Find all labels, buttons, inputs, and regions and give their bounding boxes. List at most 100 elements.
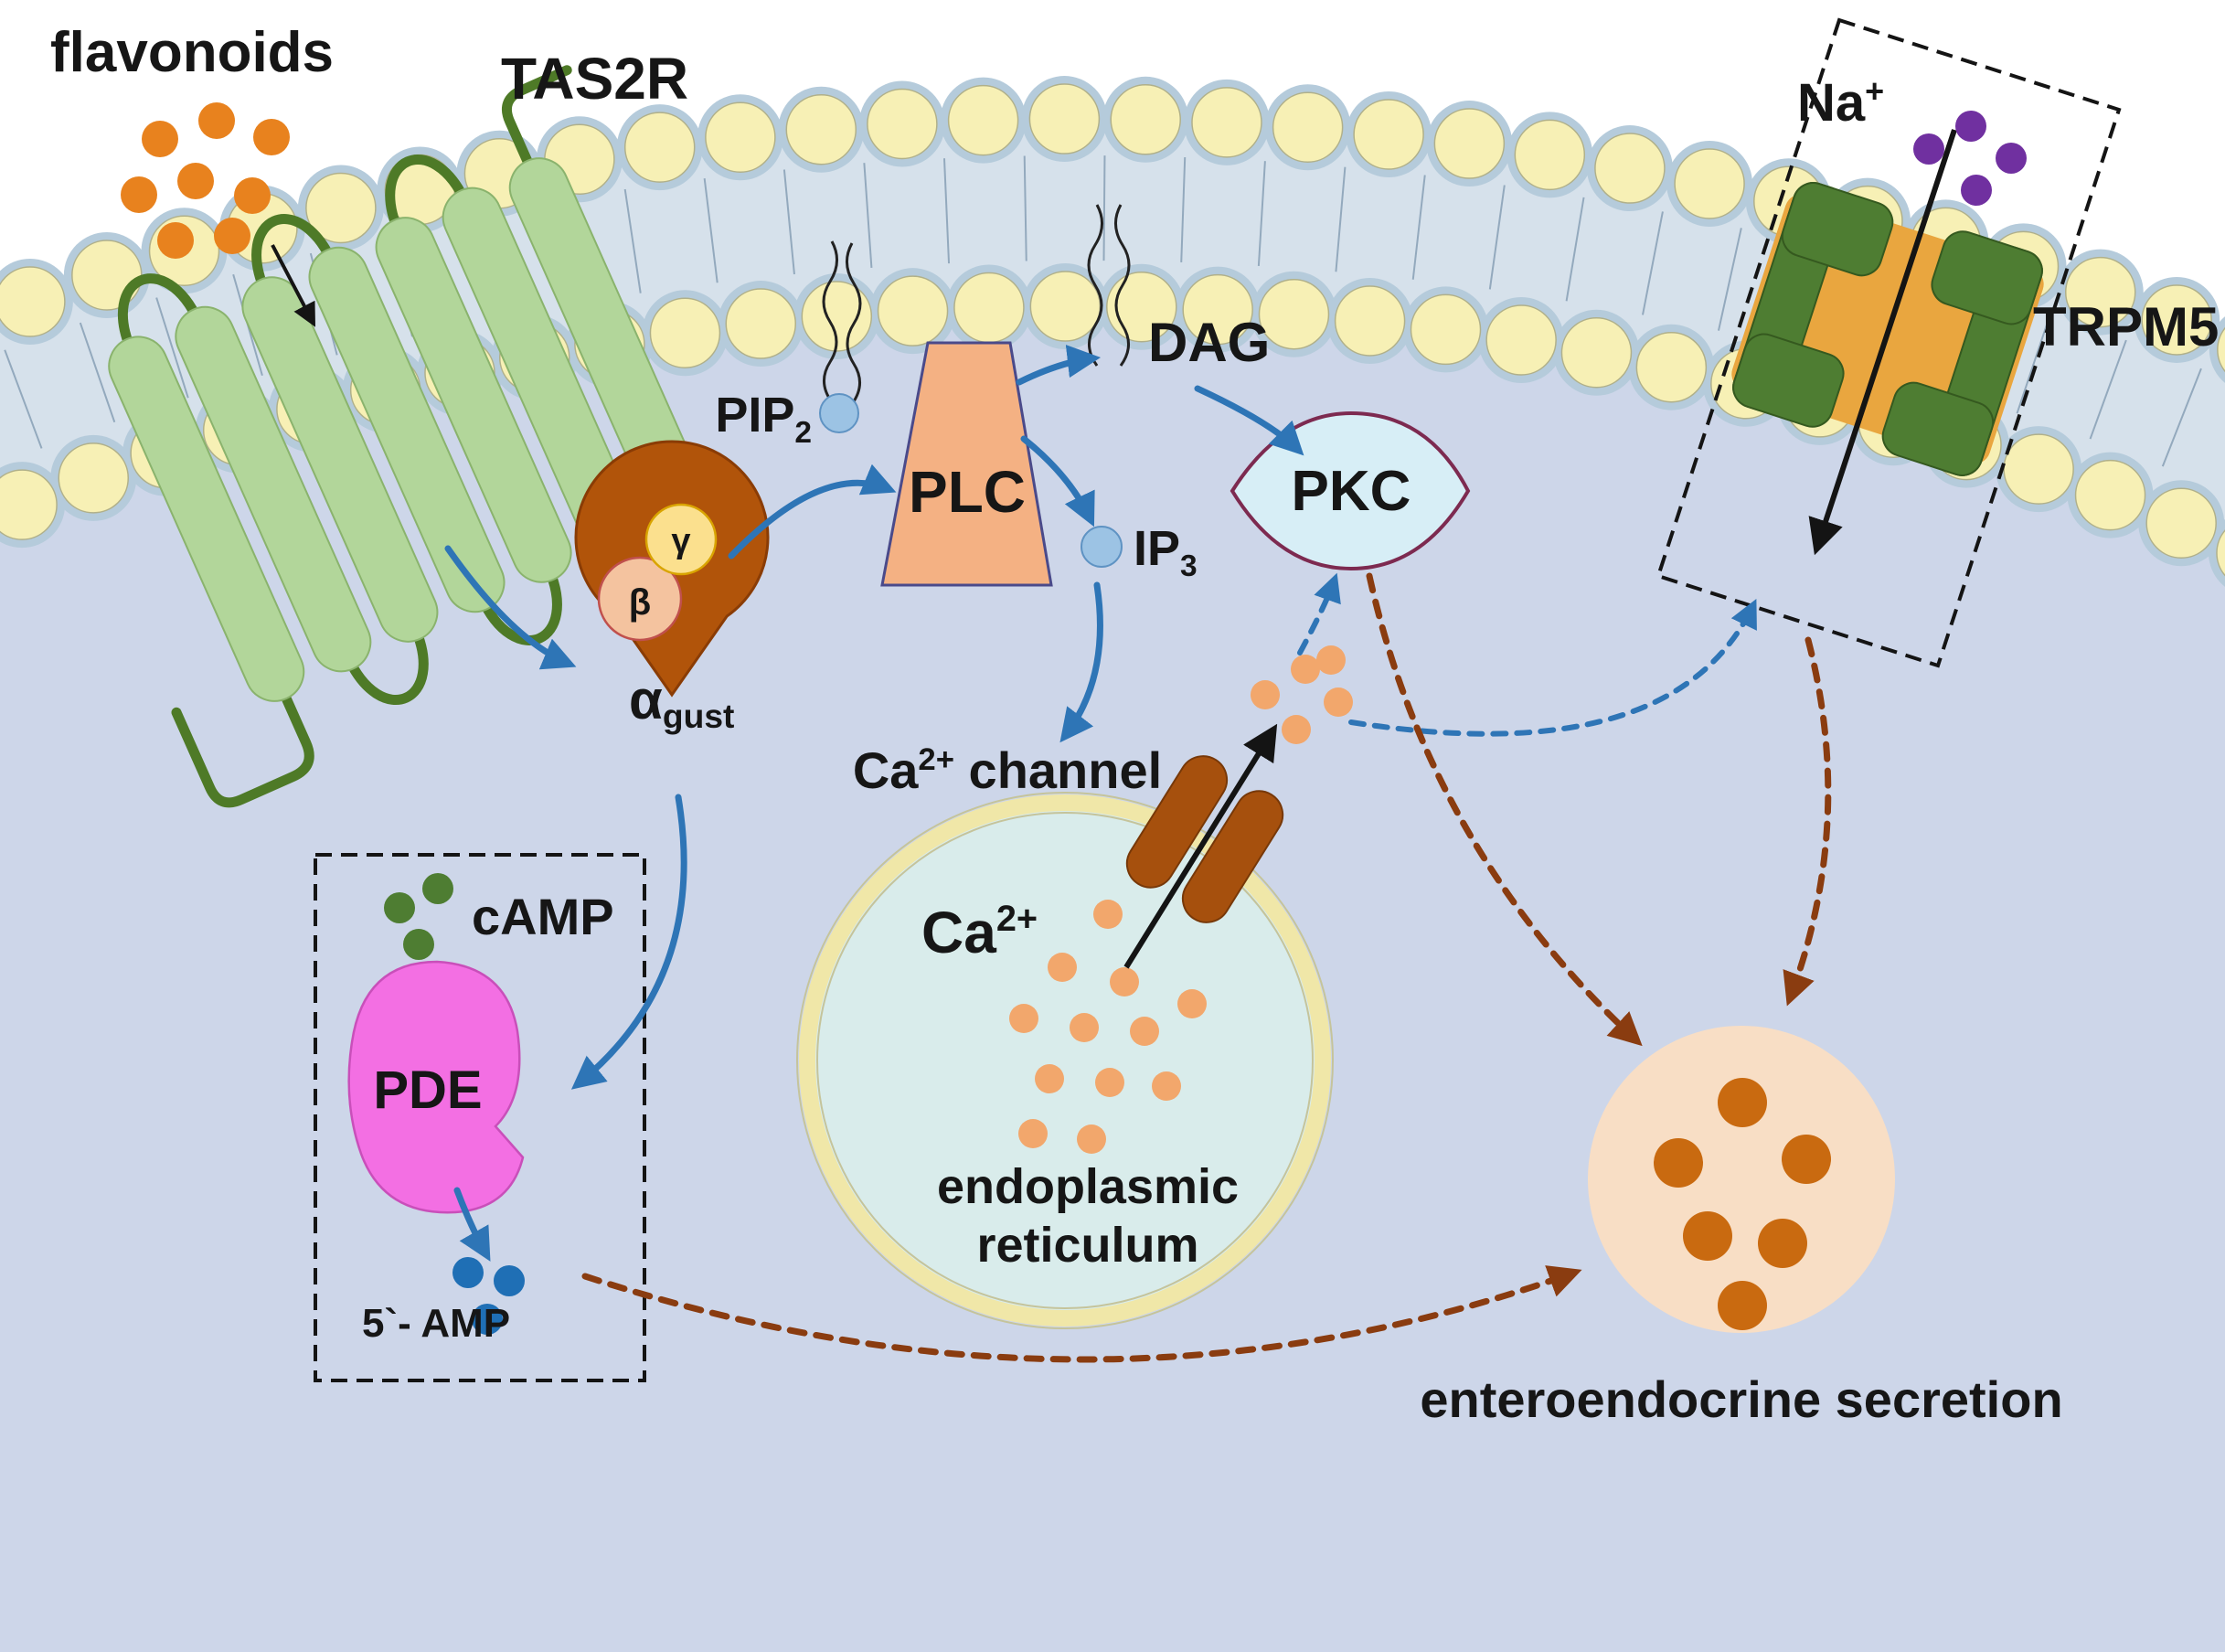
lipid-head (1334, 285, 1406, 357)
secretion-dots (1654, 1078, 1831, 1330)
lipid-tail (1717, 228, 1742, 331)
flavonoids-dot (142, 121, 178, 157)
secretion-dot (1758, 1219, 1807, 1268)
tas2r-label: TAS2R (501, 46, 688, 112)
lipid-head (2216, 529, 2225, 577)
tas2r-receptor (108, 65, 706, 808)
dag-label: DAG (1148, 312, 1270, 373)
plc-enzyme (880, 341, 1053, 587)
lipid-head (947, 84, 1019, 156)
lipid-head (1594, 133, 1666, 204)
ca-channel (1125, 755, 1284, 923)
pip2-label: PIP2 (715, 388, 812, 450)
flavonoids-dot (234, 177, 271, 214)
lipid-head (785, 93, 857, 165)
tas2r-helix (308, 246, 506, 613)
lipid-head (0, 266, 66, 337)
lipid-tail (863, 163, 873, 269)
lipid-tail (623, 188, 642, 293)
released_ca-dot (1316, 645, 1346, 675)
pde-dashed-box (314, 853, 646, 1382)
lipid-head (1433, 108, 1506, 179)
ca-channel-left (1125, 755, 1229, 889)
endoplasmic-reticulum (796, 792, 1334, 1329)
lipid-tail (1335, 166, 1347, 272)
lipid-head (649, 297, 721, 368)
na-dot (1961, 175, 1992, 206)
er_ca-dot (1093, 900, 1123, 929)
amp-dot (494, 1265, 525, 1296)
er_ca-dot (1077, 1124, 1106, 1154)
arrow-pde-to-amp (453, 1187, 491, 1262)
released_ca-dot (1291, 655, 1320, 684)
flavonoid-arrow (271, 244, 316, 327)
dag-lipid (1087, 204, 1131, 367)
pip2-tail (822, 240, 838, 403)
flavonoids-dot (157, 222, 194, 259)
lipid-head (58, 442, 129, 514)
alpha-gust-label: αgust (629, 669, 734, 735)
lipid-head (1106, 271, 1177, 343)
secretion-dot (1718, 1078, 1767, 1127)
lipid-tail (942, 158, 951, 264)
tas2r-helix (375, 217, 572, 583)
amp-label: 5`- AMP (362, 1301, 510, 1346)
lipid-head (705, 101, 776, 174)
lipid-head (1182, 273, 1253, 346)
lipid-head (801, 281, 873, 352)
er_ca-dot (1048, 953, 1077, 982)
pde-enzyme (347, 960, 525, 1214)
g-protein (574, 440, 770, 698)
lipid-tail (4, 349, 43, 449)
released_ca-dot (1282, 715, 1311, 744)
lipid-tail (1488, 185, 1506, 290)
lipid-head (623, 112, 696, 183)
plc-label: PLC (909, 459, 1026, 525)
lipid-head (2217, 326, 2225, 373)
sodium-dots (1913, 111, 2027, 206)
lipid-head (2064, 256, 2136, 328)
lipid-head (1110, 84, 1181, 155)
lipid-head (71, 240, 143, 311)
pip2-head (819, 393, 859, 433)
pkc-label: PKC (1292, 460, 1411, 523)
arrow-trpm5-to-secretion (1783, 636, 1832, 1007)
lipid-head (1635, 331, 1708, 403)
lipid-tail (703, 177, 719, 283)
pip2-tail (846, 242, 862, 405)
camp-dots (384, 873, 453, 960)
flavonoids-dot (121, 176, 157, 213)
arrow-ip3-to-channel (1059, 581, 1103, 743)
lipid-head (1560, 317, 1633, 389)
pde-label: PDE (373, 1060, 482, 1120)
trpm5-label: TRPM5 (2033, 296, 2219, 357)
tas2r-helix (108, 336, 305, 702)
flavonoids-dot (214, 218, 250, 254)
tas2r-helix (241, 276, 439, 643)
er_ca-dot (1009, 1004, 1038, 1033)
lipid-tail (1023, 155, 1027, 261)
er-calcium-dots (1009, 900, 1207, 1154)
lipid-tail (1565, 197, 1585, 302)
er_ca-dot (1177, 989, 1207, 1018)
tas2r-loop-top-1 (117, 273, 204, 357)
lipid-head (1258, 278, 1330, 350)
gamma-label: γ (671, 522, 690, 560)
er-calcium-label: Ca2+ (921, 899, 1038, 965)
na-dot (1913, 133, 1944, 165)
er_ca-dot (1070, 1013, 1099, 1042)
ca-channel-right (1181, 790, 1284, 923)
secretion-label: enteroendocrine secretion (1420, 1370, 2062, 1428)
trpm5-left-bottom-arm (1732, 333, 1845, 428)
tas2r-loop-bottom-2 (475, 561, 562, 645)
ca-release-arrow (1123, 723, 1278, 969)
lipid-tail (782, 169, 795, 275)
trpm5-right-bottom-arm (1881, 381, 1995, 476)
lipid-head (2145, 487, 2217, 559)
secretion-vesicle (1588, 1026, 1895, 1333)
er-outer-outline (796, 792, 1334, 1329)
amp-dots (452, 1257, 525, 1335)
lipid-head (2074, 459, 2146, 531)
dag-tail (1087, 204, 1103, 367)
